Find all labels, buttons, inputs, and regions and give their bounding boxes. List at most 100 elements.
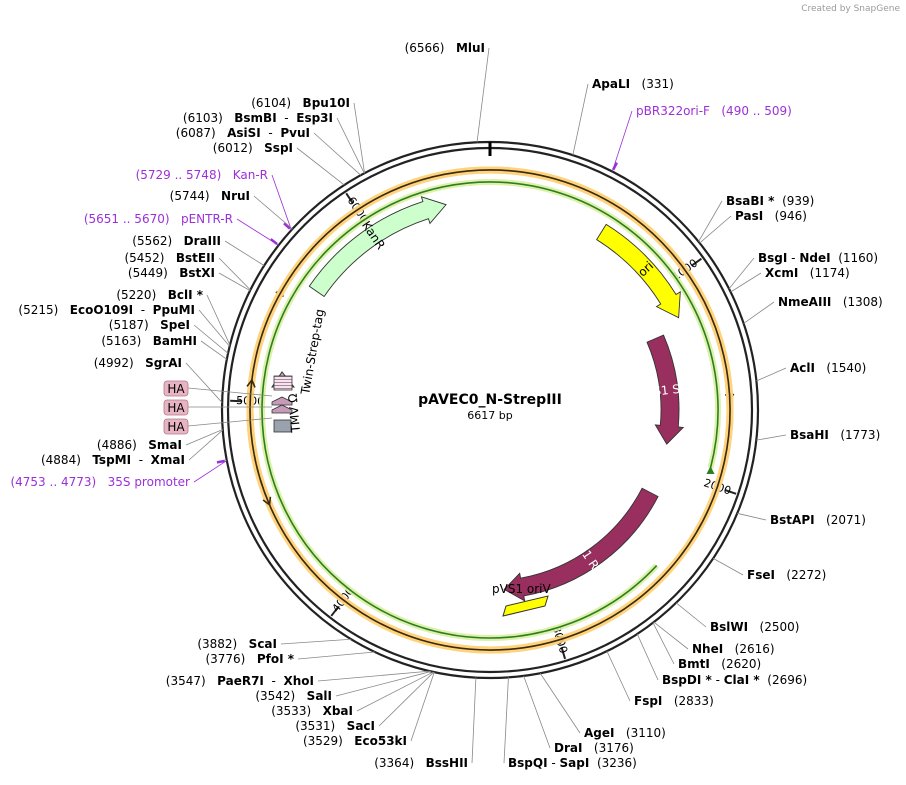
site-label-left-9: (5452) BstEII [124, 251, 215, 265]
leader-line-left-0 [476, 47, 490, 143]
site-label-right-12: NheI (2616) [692, 642, 775, 656]
leader-line-right-3 [699, 215, 732, 244]
leader-line-right-17 [523, 675, 551, 749]
site-label-right-18: BspQI - SapI (3236) [508, 756, 637, 770]
leader-line-left-12 [198, 309, 230, 347]
leader-line-left-13 [193, 324, 229, 354]
ha-tag-3-label: HA [167, 420, 185, 434]
site-label-right-11: BslWI (2500) [710, 620, 799, 634]
tick-mark-2000 [724, 489, 737, 495]
site-label-left-2: (6103) BsmBI - Esp3I [183, 111, 333, 125]
pvs1-oriv-feature: pVS1 oriV [492, 582, 552, 617]
leader-line-left-17 [188, 429, 224, 461]
site-label-left-24: (3531) SacI [295, 719, 375, 733]
site-label-right-4: BsgI - NdeI (1160) [758, 251, 878, 265]
leader-line-left-11 [206, 294, 231, 346]
site-label-right-0: ApaLI (331) [592, 77, 674, 91]
site-label-left-15: (4992) SgrAI [94, 356, 182, 370]
site-label-left-22: (3542) SalI [255, 689, 332, 703]
leader-line-left-14 [200, 340, 228, 360]
feature-arrow-pvs1-staa [646, 334, 685, 445]
site-label-right-15: FspI (2833) [634, 694, 714, 708]
orf-arrowhead-4 [246, 378, 256, 388]
green-arc [261, 181, 719, 639]
pvs1-oriv-label: pVS1 oriV [492, 582, 552, 596]
site-label-left-25: (3529) Eco53kI [303, 734, 407, 748]
leader-line-left-26 [471, 677, 477, 764]
leader-line-left-8 [224, 240, 265, 266]
leader-line-right-0 [572, 83, 589, 156]
site-label-left-23: (3533) XbaI [271, 704, 353, 718]
orf-arc-3 [249, 169, 731, 651]
leader-line-right-10 [713, 557, 744, 576]
leader-line-left-23 [356, 671, 434, 712]
orf-arcs [246, 166, 735, 654]
site-label-left-5: (5729 .. 5748) Kan-R [136, 168, 268, 182]
site-label-right-13: BmtI (2620) [678, 657, 761, 671]
site-label-right-8: BsaHI (1773) [790, 428, 880, 442]
leader-line-right-5 [730, 272, 762, 293]
leader-line-left-21 [317, 670, 430, 682]
site-label-right-7: AclI (1540) [790, 361, 866, 375]
leader-line-left-4 [296, 147, 345, 186]
tmv-omega-label: TMV Ω [286, 393, 303, 434]
primer-mark-left-18 [216, 459, 226, 464]
site-label-left-13: (5187) SpeI [109, 318, 190, 332]
site-label-left-6: (5744) NruI [170, 189, 250, 203]
leader-line-right-14 [636, 633, 659, 681]
ha-tags: HA HA HA [163, 380, 273, 435]
site-label-left-11: (5220) BclI * [116, 288, 203, 302]
leader-line-right-15 [606, 650, 631, 702]
feature-label-pvs1-staa: pVS1 StaA [637, 380, 702, 401]
ha-tag-1-label: HA [167, 382, 185, 396]
site-label-left-14: (5163) BamHI [101, 334, 197, 348]
feature-arrow-ori [596, 223, 681, 319]
leader-line-left-3 [313, 132, 362, 176]
site-label-right-17: DraI (3176) [554, 741, 634, 755]
site-label-right-3: PasI (946) [735, 209, 807, 223]
tick-mark-3000 [560, 647, 567, 660]
leader-line-right-12 [653, 621, 689, 650]
site-label-right-9: BstAPI (2071) [770, 513, 866, 527]
leader-line-right-13 [652, 622, 675, 665]
site-label-left-3: (6087) AsiSI - PvuI [176, 126, 310, 140]
site-label-left-4: (6012) SspI [213, 141, 293, 155]
primer-mark-left-5 [283, 222, 291, 230]
leader-line-left-6 [253, 195, 293, 230]
site-label-left-21: (3547) PaeR7I - XhoI [166, 674, 314, 688]
leader-line-left-10 [218, 272, 251, 291]
site-label-left-0: (6566) MluI [405, 41, 485, 55]
leader-line-left-24 [378, 671, 435, 727]
site-label-right-5: XcmI (1174) [765, 266, 850, 280]
site-label-left-10: (5449) BstXI [128, 266, 215, 280]
leader-line-right-2 [698, 200, 723, 242]
site-label-left-19: (3882) ScaI [197, 637, 277, 651]
leader-line-right-1 [611, 110, 633, 172]
snapgene-credit: Created by SnapGene [801, 4, 900, 14]
site-label-right-6: NmeAIII (1308) [778, 295, 883, 309]
label-leader-lines [185, 47, 787, 764]
site-labels: ApaLI (331)pBR322ori-F (490 .. 509)BsaBI… [10, 41, 882, 770]
leader-line-left-1 [353, 102, 365, 174]
tmv-omega-feature: TMV Ω [271, 393, 303, 434]
leader-line-right-9 [737, 512, 767, 521]
leader-line-left-20 [297, 651, 375, 660]
feature-arrow-kanr [308, 196, 447, 298]
tick-mark-6000 [345, 192, 354, 204]
leader-line-left-9 [218, 257, 251, 291]
leader-line-right-16 [539, 673, 581, 734]
leader-line-right-11 [675, 602, 707, 628]
site-label-left-26: (3364) BssHII [374, 756, 468, 770]
leader-line-right-6 [743, 301, 775, 324]
site-label-left-8: (5562) DraIII [132, 234, 221, 248]
plasmid-name: pAVEC0_N-StrepIII [418, 392, 562, 408]
leader-line-left-22 [335, 671, 432, 697]
site-label-left-18: (4753 .. 4773) 35S promoter [10, 475, 190, 489]
ha-tag-2-label: HA [167, 401, 185, 415]
orf-arrowhead-3 [262, 496, 272, 507]
site-label-left-12: (5215) EcoO109I - PpuMI [18, 303, 195, 317]
site-label-right-16: AgeI (3110) [584, 726, 666, 740]
primer-mark-left-7 [269, 238, 278, 246]
leader-line-right-7 [756, 367, 787, 382]
